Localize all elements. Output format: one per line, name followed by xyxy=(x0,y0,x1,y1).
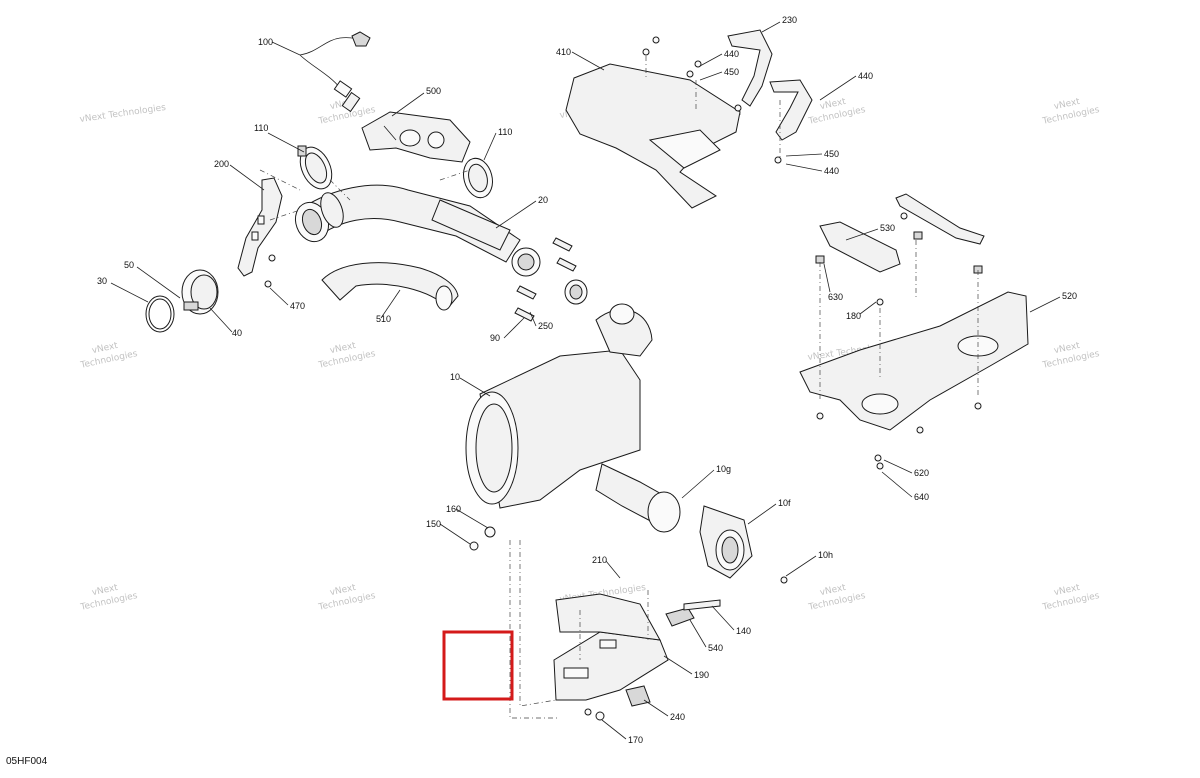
callout-10f: 10f xyxy=(778,498,791,508)
callout-520: 520 xyxy=(1062,291,1077,301)
part-190-mount-bracket xyxy=(553,593,669,701)
part-30-gasket xyxy=(145,295,175,333)
callouts: 100 500 110 110 200 20 50 30 40 470 510 … xyxy=(97,15,1077,745)
callout-170: 170 xyxy=(628,735,643,745)
part-110-clamp-right xyxy=(463,157,493,199)
watermark: vNext Technologies xyxy=(1041,583,1101,613)
callout-110-right: 110 xyxy=(498,127,512,137)
watermark: vNext Technologies xyxy=(79,583,139,613)
part-140-bolt xyxy=(683,599,721,611)
callout-10h: 10h xyxy=(818,550,833,560)
callout-110-left: 110 xyxy=(254,123,268,133)
callout-200: 200 xyxy=(214,159,229,169)
callout-410: 410 xyxy=(556,47,571,57)
watermark: vNext Technologies xyxy=(1041,341,1101,371)
fasteners xyxy=(264,212,982,721)
part-230-straps xyxy=(727,29,813,164)
part-530-bracket xyxy=(815,193,985,274)
callout-180: 180 xyxy=(846,311,861,321)
part-110-clamp-left xyxy=(297,145,333,190)
part-520-heat-shield xyxy=(799,291,1029,431)
part-540-grommet xyxy=(665,607,695,627)
callout-450-top: 450 xyxy=(724,67,739,77)
callout-10: 10 xyxy=(450,372,460,382)
part-510-lower-heat-shield xyxy=(321,262,459,311)
callout-630: 630 xyxy=(828,292,843,302)
svg-text:vNext Technologies: vNext Technologies xyxy=(79,103,167,125)
callout-240: 240 xyxy=(670,712,685,722)
watermark: vNext Technologies xyxy=(317,97,377,127)
callout-30: 30 xyxy=(97,276,107,286)
watermark: vNext Technologies xyxy=(807,583,867,613)
watermark: vNext Technologies xyxy=(79,103,167,125)
callout-160: 160 xyxy=(446,504,461,514)
part-410-muffler-shield xyxy=(565,36,741,209)
callout-510: 510 xyxy=(376,314,391,324)
callout-440-top: 440 xyxy=(724,49,739,59)
part-10-muffler xyxy=(465,303,653,509)
callout-140: 140 xyxy=(736,626,751,636)
part-200-bracket xyxy=(237,177,283,277)
part-500-heat-shield xyxy=(361,111,471,163)
callout-250: 250 xyxy=(538,321,553,331)
part-240-damper xyxy=(625,685,651,707)
watermark: vNext Technologies xyxy=(317,583,377,613)
callout-620: 620 xyxy=(914,468,929,478)
assembly-lines xyxy=(259,56,979,719)
watermark: vNext Technologies xyxy=(79,341,139,371)
watermark: vNext Technologies xyxy=(317,341,377,371)
part-10f-tailpipe xyxy=(699,505,753,579)
callout-640: 640 xyxy=(914,492,929,502)
highlight-box xyxy=(442,630,514,701)
callout-20: 20 xyxy=(538,195,548,205)
part-20-front-pipe xyxy=(294,184,541,277)
callout-540: 540 xyxy=(708,643,723,653)
callout-50: 50 xyxy=(124,260,134,270)
watermark: vNext Technologies xyxy=(1041,97,1101,127)
callout-150: 150 xyxy=(426,519,441,529)
part-10g-outlet-pipe xyxy=(595,463,681,533)
callout-40: 40 xyxy=(232,328,242,338)
part-250-springs xyxy=(514,237,588,322)
callout-100: 100 xyxy=(258,37,273,47)
watermark: vNext Technologies xyxy=(807,97,867,127)
callout-500: 500 xyxy=(426,86,441,96)
part-40-clamp xyxy=(181,269,219,315)
callout-90: 90 xyxy=(490,333,500,343)
figure-id: 05HF004 xyxy=(6,756,48,767)
part-100-oxygen-sensor xyxy=(299,31,371,113)
callout-190: 190 xyxy=(694,670,709,680)
callout-470: 470 xyxy=(290,301,305,311)
callout-450-bottom: 450 xyxy=(824,149,839,159)
callout-10g: 10g xyxy=(716,464,731,474)
callout-440-right: 440 xyxy=(858,71,873,81)
callout-530: 530 xyxy=(880,223,895,233)
callout-440-bottom: 440 xyxy=(824,166,839,176)
callout-210: 210 xyxy=(592,555,607,565)
callout-230: 230 xyxy=(782,15,797,25)
leader-lines xyxy=(110,21,1061,740)
